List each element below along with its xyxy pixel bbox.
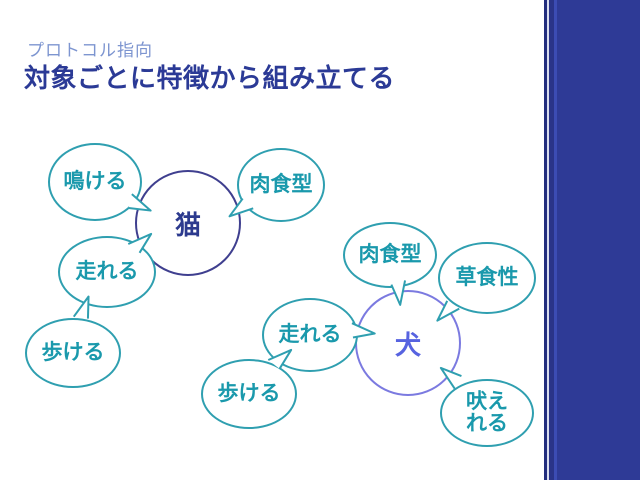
- dog-feature-label-hashireru: 走れる: [278, 322, 342, 346]
- dog-feature-bubble-nikushoku: 肉食型: [343, 222, 437, 288]
- dog-feature-bubble-arukeru: 歩ける: [201, 359, 297, 429]
- cat-feature-bubble-arukeru: 歩ける: [25, 318, 121, 388]
- bubble-tail: [351, 322, 376, 339]
- cat-feature-label-nikushoku: 肉食型: [249, 172, 313, 196]
- slide-kicker: プロトコル指向: [27, 41, 153, 60]
- dog-feature-label-arukeru: 歩ける: [217, 381, 281, 405]
- bubble-tail: [72, 295, 90, 319]
- bubble-tail: [127, 232, 153, 254]
- slide-right-accent-bar: [544, 0, 640, 480]
- dog-feature-bubble-hoereru: 吠え れる: [440, 379, 534, 447]
- bubble-tail: [228, 197, 254, 218]
- cat-feature-label-arukeru: 歩ける: [41, 340, 105, 364]
- bubble-tail: [436, 300, 460, 322]
- dog-feature-label-hoereru: 吠え れる: [466, 389, 508, 435]
- dog-feature-bubble-soushoku: 草食性: [438, 242, 536, 314]
- cat-feature-label-hashireru: 走れる: [75, 259, 139, 283]
- cat-feature-label-nakeru: 鳴ける: [63, 169, 127, 193]
- bubble-tail: [390, 280, 407, 306]
- dog-feature-label-nikushoku: 肉食型: [358, 242, 422, 266]
- dog-circle-label: 犬: [394, 329, 421, 360]
- bubble-tail: [128, 193, 152, 212]
- bubble-tail: [267, 348, 293, 370]
- cat-feature-bubble-nakeru: 鳴ける: [48, 143, 142, 221]
- slide-title: 対象ごとに特徴から組み立てる: [24, 63, 396, 93]
- dog-feature-label-soushoku: 草食性: [455, 265, 519, 289]
- cat-circle-label: 猫: [174, 209, 201, 240]
- bubble-tail: [439, 366, 462, 390]
